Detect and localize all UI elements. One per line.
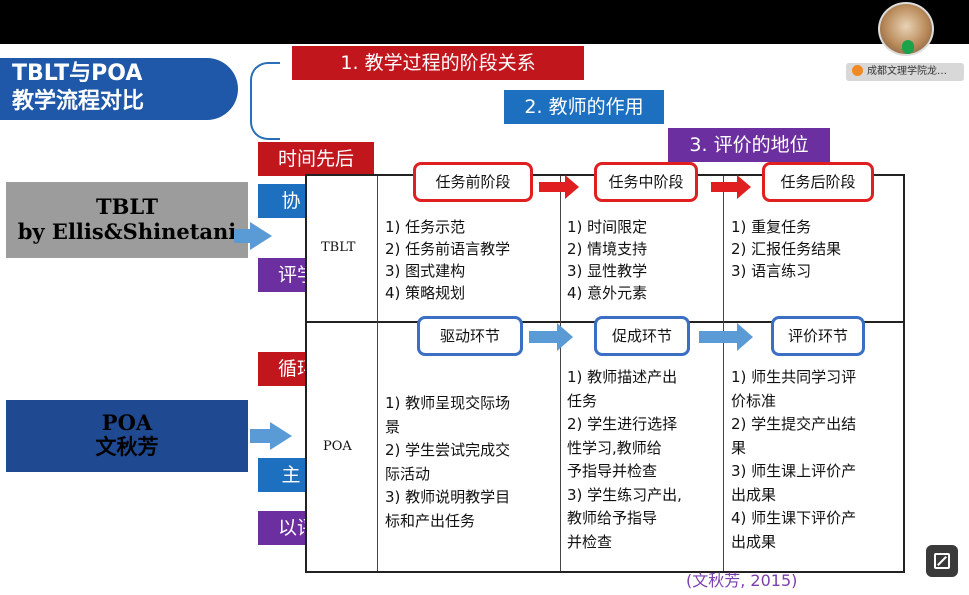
topic-1: 1. 教学过程的阶段关系 xyxy=(292,46,584,80)
participant-name: 成都文理学院龙… xyxy=(867,66,947,77)
list-item: 2) 情境支持 xyxy=(567,240,648,258)
blue-arrow-icon xyxy=(529,331,559,343)
tblt-arrow-shaft xyxy=(234,229,252,243)
list-item: 2) 汇报任务结果 xyxy=(731,240,842,258)
list-item: 1) 时间限定 xyxy=(567,218,648,236)
list-item: 3) 教师说明教学目 xyxy=(385,488,511,506)
list-item: 2) 学生进行选择 xyxy=(567,415,678,433)
list-item: 3) 显性教学 xyxy=(567,262,648,280)
list-item: 教师给予指导 xyxy=(567,509,658,527)
list-item: 性学习,教师给 xyxy=(567,438,662,457)
stage-during-task: 任务中阶段 xyxy=(594,162,698,202)
tblt-method-name: TBLT xyxy=(95,194,159,219)
list-item: 际活动 xyxy=(385,464,431,483)
brace-icon xyxy=(250,62,280,140)
list-item: 2) 学生提交产出结 xyxy=(731,415,857,433)
list-item: 1) 教师描述产出 xyxy=(567,368,678,386)
poa-method-name: POA xyxy=(101,410,153,435)
list-item: 3) 师生课上评价产 xyxy=(731,462,857,480)
poa-drive-list: 1) 教师呈现交际场 景 2) 学生尝试完成交 际活动 3) 教师说明教学目 标… xyxy=(385,392,510,533)
stage-enable: 促成环节 xyxy=(594,316,690,356)
list-item: 1) 教师呈现交际场 xyxy=(385,394,511,412)
list-item: 4) 意外元素 xyxy=(567,284,648,302)
expand-button[interactable] xyxy=(926,545,958,577)
list-item: 予指导并检查 xyxy=(567,462,658,480)
list-item: 3) 图式建构 xyxy=(385,262,466,280)
tblt-pre-list: 1) 任务示范 2) 任务前语言教学 3) 图式建构 4) 策略规划 xyxy=(385,216,510,304)
list-item: 价标准 xyxy=(731,391,777,410)
blue-arrow-head xyxy=(557,323,573,351)
stage-drive: 驱动环节 xyxy=(417,316,523,356)
participant-video[interactable] xyxy=(878,2,934,56)
poa-method-author: 文秋芳 xyxy=(95,435,159,459)
slide-title-line-2: 教学流程对比 xyxy=(12,89,145,114)
tblt-row-label: TBLT xyxy=(321,240,356,255)
list-item: 出成果 xyxy=(731,485,777,504)
list-item: 3) 语言练习 xyxy=(731,262,812,280)
stage-pre-task: 任务前阶段 xyxy=(413,162,533,202)
table-col-divider xyxy=(377,176,378,571)
mic-icon xyxy=(902,40,914,54)
poa-assess-list: 1) 师生共同学习评 价标准 2) 学生提交产出结 果 3) 师生课上评价产 出… xyxy=(731,366,856,554)
tblt-arrow-icon xyxy=(250,222,272,250)
table-col-divider xyxy=(560,176,561,571)
poa-enable-list: 1) 教师描述产出 任务 2) 学生进行选择 性学习,教师给 予指导并检查 3)… xyxy=(567,366,682,554)
table-col-divider xyxy=(723,176,724,571)
list-item: 果 xyxy=(731,438,747,457)
list-item: 标和产出任务 xyxy=(385,511,476,530)
slide-title: TBLT与POA 教学流程对比 xyxy=(0,58,238,120)
tblt-tag-sequence: 时间先后 xyxy=(258,142,374,176)
citation: (文秋芳, 2015) xyxy=(686,571,798,590)
poa-method-box: POA 文秋芳 xyxy=(6,400,248,472)
comparison-table: TBLT POA 任务前阶段 任务中阶段 任务后阶段 1) 任务示范 2) 任务… xyxy=(305,162,905,573)
user-icon xyxy=(852,65,863,76)
poa-row-label: POA xyxy=(323,439,352,454)
list-item: 2) 学生尝试完成交 xyxy=(385,441,511,459)
topic-3: 3. 评价的地位 xyxy=(668,128,830,162)
list-item: 2) 任务前语言教学 xyxy=(385,240,511,258)
blue-arrow-icon xyxy=(699,331,739,343)
list-item: 1) 任务示范 xyxy=(385,218,466,236)
list-item: 景 xyxy=(385,417,401,436)
list-item: 1) 重复任务 xyxy=(731,218,812,236)
slide-title-line-1: TBLT与POA xyxy=(12,61,143,86)
list-item: 出成果 xyxy=(731,532,777,551)
list-item: 任务 xyxy=(567,391,598,410)
participant-name-badge: 成都文理学院龙… xyxy=(846,63,964,81)
list-item: 3) 学生练习产出, xyxy=(567,485,682,504)
red-arrow-head xyxy=(565,175,579,199)
tblt-method-box: TBLT by Ellis&Shinetani xyxy=(6,182,248,258)
list-item: 并检查 xyxy=(567,532,613,551)
poa-arrow-icon xyxy=(270,422,292,450)
poa-arrow-shaft xyxy=(250,429,272,443)
red-arrow-icon xyxy=(539,182,567,192)
red-arrow-icon xyxy=(711,182,739,192)
stage-post-task: 任务后阶段 xyxy=(762,162,874,202)
tblt-method-author: by Ellis&Shinetani xyxy=(17,219,237,244)
blue-arrow-head xyxy=(737,323,753,351)
tblt-post-list: 1) 重复任务 2) 汇报任务结果 3) 语言练习 xyxy=(731,216,841,282)
list-item: 4) 策略规划 xyxy=(385,284,466,302)
list-item: 1) 师生共同学习评 xyxy=(731,368,857,386)
stage-assess: 评价环节 xyxy=(771,316,865,356)
list-item: 4) 师生课下评价产 xyxy=(731,509,857,527)
expand-icon xyxy=(934,553,950,569)
tblt-during-list: 1) 时间限定 2) 情境支持 3) 显性教学 4) 意外元素 xyxy=(567,216,647,304)
red-arrow-head xyxy=(737,175,751,199)
topic-2: 2. 教师的作用 xyxy=(504,90,664,124)
